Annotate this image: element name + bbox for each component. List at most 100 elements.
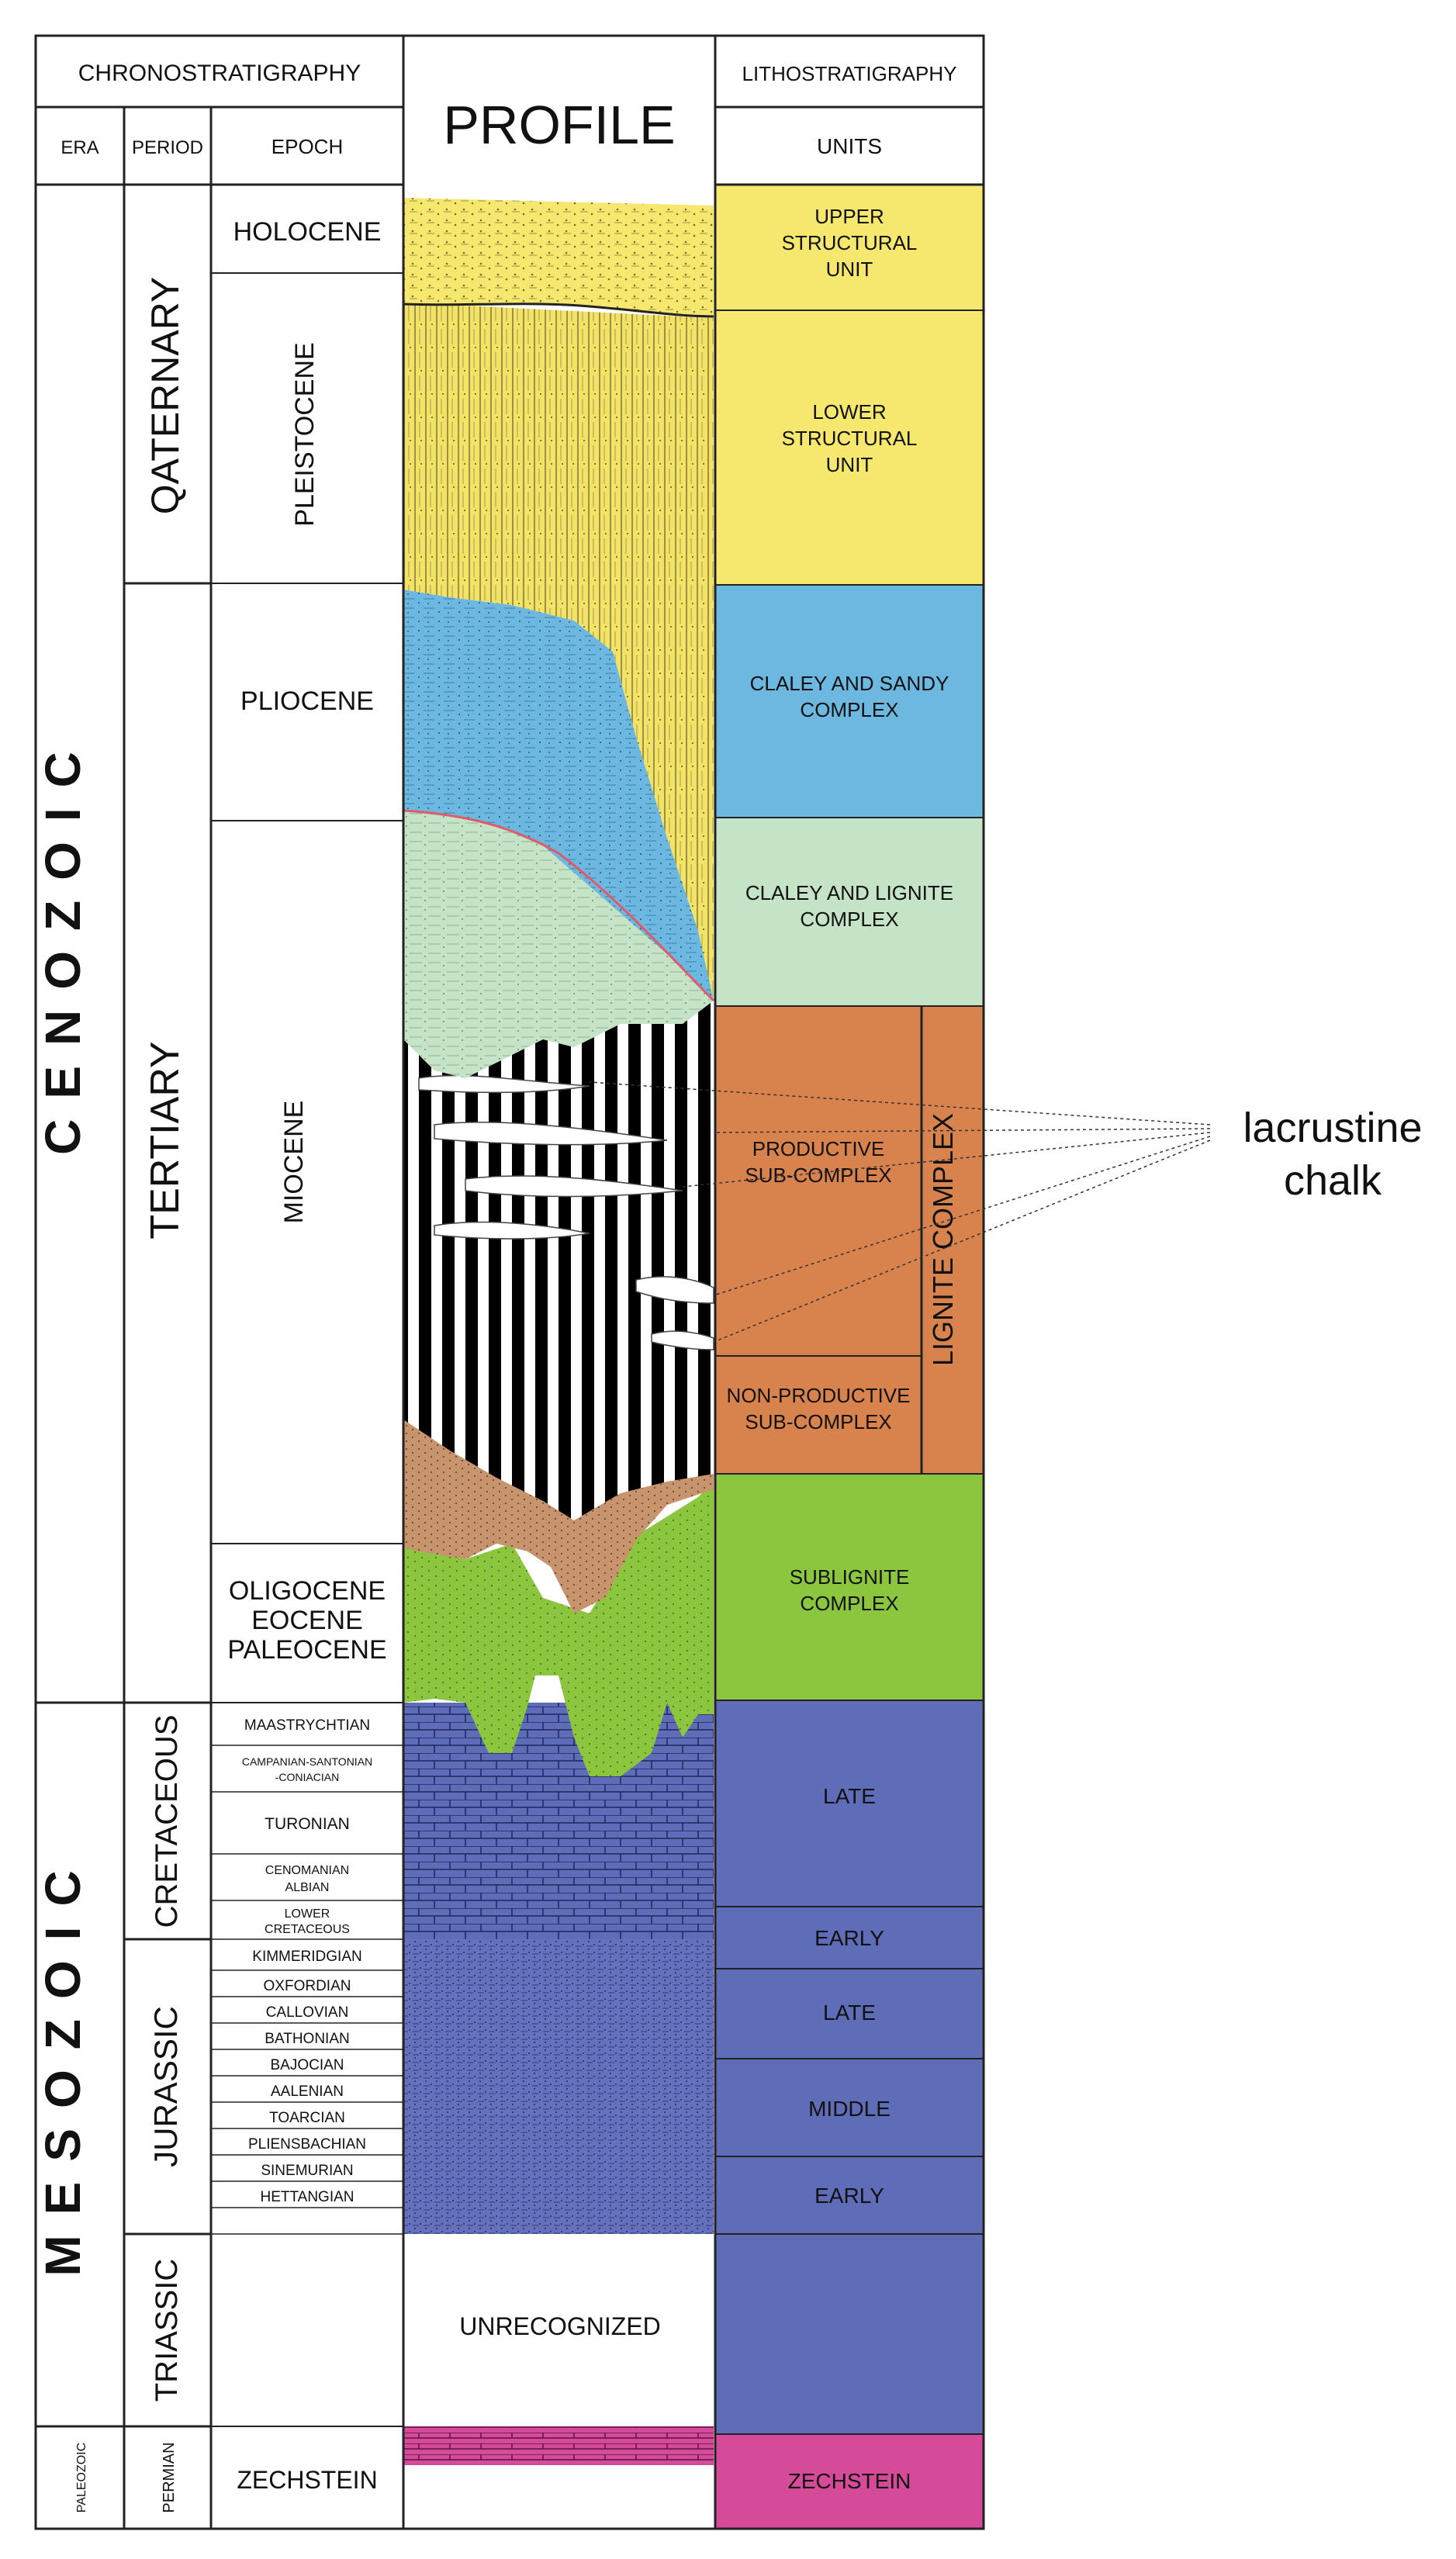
epoch-holocene-label: HOLOCENE: [233, 217, 382, 247]
unit-zechstein: [715, 2434, 984, 2529]
profile-column: UNRECOGNIZED: [403, 198, 715, 2465]
period-header: PERIOD: [132, 137, 203, 158]
unit-lower-structural: [715, 310, 984, 585]
chalk-lens: [651, 1330, 714, 1350]
unit-sublignite: [715, 1474, 984, 1700]
stage-bajocian-label: BAJOCIAN: [270, 2057, 344, 2073]
epoch-header: EPOCH: [271, 135, 343, 158]
lower-structural-yellow: [403, 303, 714, 1001]
unit-label: EARLY: [814, 1926, 884, 1950]
epoch-miocene-label: MIOCENE: [279, 1101, 309, 1224]
unit-label: COMPLEX: [800, 908, 898, 931]
period-tertiary-label: TERTIARY: [143, 1041, 188, 1239]
upper-structural-yellow: [403, 198, 714, 318]
stage-sinemurian-label: SINEMURIAN: [261, 2163, 353, 2179]
unit-label: MIDDLE: [808, 2097, 891, 2121]
chronostratigraphy-header: CHRONOSTRATIGRAPHY: [78, 61, 361, 86]
leader-line: [713, 1128, 1211, 1133]
sublignite-green-body: [403, 1482, 714, 1776]
chalk-lens: [635, 1276, 714, 1304]
annotation: lacrustine chalk: [589, 1081, 1423, 1343]
stage-albian-label: ALBIAN: [285, 1881, 330, 1894]
period-triassic-label: TRIASSIC: [150, 2259, 184, 2402]
mesozoic-jurassic-sediments: [403, 1939, 714, 2234]
unit-label: ZECHSTEIN: [788, 2469, 911, 2493]
unrecognized-label: UNRECOGNIZED: [459, 2312, 661, 2340]
profile-header: PROFILE: [443, 95, 676, 155]
unit-mesozoic: [715, 1700, 984, 2434]
stage-pliensbachian-label: PLIENSBACHIAN: [248, 2136, 366, 2153]
lignite-complex-label: LIGNITE COMPLEX: [927, 1113, 959, 1366]
stage-cretaceous-label: CRETACEOUS: [265, 1923, 350, 1936]
unit-label: SUB-COMPLEX: [745, 1164, 891, 1187]
leader-line: [589, 1081, 1211, 1126]
epoch-oligocene-label: OLIGOCENE: [229, 1576, 386, 1606]
epoch-pliocene-label: PLIOCENE: [240, 686, 374, 716]
annotation-chalk: chalk: [1284, 1157, 1382, 1204]
pliocene-miocene-contact-line: [403, 809, 715, 1002]
stage-maastrychtian-label: MAASTRYCHTIAN: [244, 1717, 370, 1734]
unit-label: STRUCTURAL: [782, 231, 918, 254]
leader-line: [713, 1136, 1211, 1296]
table-grid: [34, 34, 985, 2530]
stage-lower-label: LOWER: [285, 1907, 330, 1921]
unit-upper-structural: [715, 185, 984, 310]
unit-label: LATE: [823, 2001, 876, 2025]
lithostratigraphy-header: LITHOSTRATIGRAPHY: [742, 62, 957, 85]
stage-campanian-label: CAMPANIAN-SANTONIAN: [242, 1755, 372, 1768]
units-header: UNITS: [817, 134, 882, 158]
unit-label: NON-PRODUCTIVE: [727, 1384, 911, 1407]
stage-oxfordian-label: OXFORDIAN: [264, 1978, 351, 1994]
unit-label: SUB-COMPLEX: [745, 1410, 891, 1433]
era-labels: CENOZOIC MESOZOIC PALEOZOIC: [35, 731, 91, 2512]
era-header: ERA: [61, 137, 99, 158]
chalk-lens: [434, 1122, 668, 1146]
unit-label: LOWER: [812, 400, 886, 424]
unit-label: CLALEY AND LIGNITE: [745, 881, 953, 904]
unit-label: COMPLEX: [800, 1592, 898, 1615]
holocene-contact-line: [403, 303, 714, 318]
leader-line: [713, 1139, 1211, 1343]
unit-label: UPPER: [814, 205, 884, 228]
epoch-eocene-label: EOCENE: [251, 1606, 363, 1635]
chalk-lens: [465, 1175, 683, 1198]
stage-toarcian-label: TOARCIAN: [269, 2110, 345, 2126]
chalk-lens: [434, 1221, 590, 1240]
unit-label: SUBLIGNITE: [790, 1565, 910, 1589]
stage-cenomanian-label: CENOMANIAN: [265, 1864, 349, 1877]
unit-label: EARLY: [814, 2184, 884, 2208]
leader-line: [682, 1132, 1211, 1188]
lignite-striped-body: [403, 970, 714, 1520]
stage-kimmeridgian-label: KIMMERIDGIAN: [252, 1949, 361, 1965]
unit-clayey-lignite: [715, 818, 984, 1006]
header: CHRONOSTRATIGRAPHY ERA PERIOD EPOCH PROF…: [61, 61, 956, 158]
annotation-lacrustine: lacrustine: [1243, 1105, 1422, 1151]
era-cenozoic-label: CENOZOIC: [35, 731, 91, 1155]
unit-label: CLALEY AND SANDY: [750, 672, 949, 695]
stage-hettangian-label: HETTANGIAN: [260, 2189, 354, 2205]
period-jurassic-label: JURASSIC: [147, 2006, 184, 2167]
epoch-pleistocene-label: PLEISTOCENE: [290, 342, 320, 526]
unit-label: STRUCTURAL: [782, 427, 918, 450]
stage-aalenian-label: AALENIAN: [271, 2084, 344, 2100]
stage-coniacian-label: -CONIACIAN: [275, 1771, 339, 1783]
clayey-sandy-layer: [403, 590, 714, 1001]
unit-label: UNIT: [826, 258, 873, 281]
period-cretaceous-label: CRETACEOUS: [150, 1715, 184, 1928]
unit-clayey-sandy: [715, 585, 984, 818]
era-mesozoic-label: MESOZOIC: [35, 1850, 91, 2276]
epoch-paleocene-label: PALEOCENE: [227, 1635, 386, 1665]
epoch-zechstein-label: ZECHSTEIN: [237, 2466, 377, 2494]
period-qaternary-label: QATERNARY: [144, 277, 187, 515]
stage-callovian-label: CALLOVIAN: [266, 2004, 349, 2021]
units-column: UPPER STRUCTURAL UNIT LOWER STRUCTURAL U…: [715, 185, 984, 2529]
period-permian-label: PERMIAN: [161, 2442, 178, 2512]
unit-label: PRODUCTIVE: [752, 1137, 884, 1160]
epoch-labels: HOLOCENE PLEISTOCENE PLIOCENE MIOCENE OL…: [227, 217, 386, 2494]
zechstein-profile-band: [403, 2426, 714, 2465]
unit-label: UNIT: [826, 453, 873, 476]
clayey-lignite-layer: [403, 807, 714, 1078]
triassic-unrecognized-area: [403, 2234, 714, 2428]
